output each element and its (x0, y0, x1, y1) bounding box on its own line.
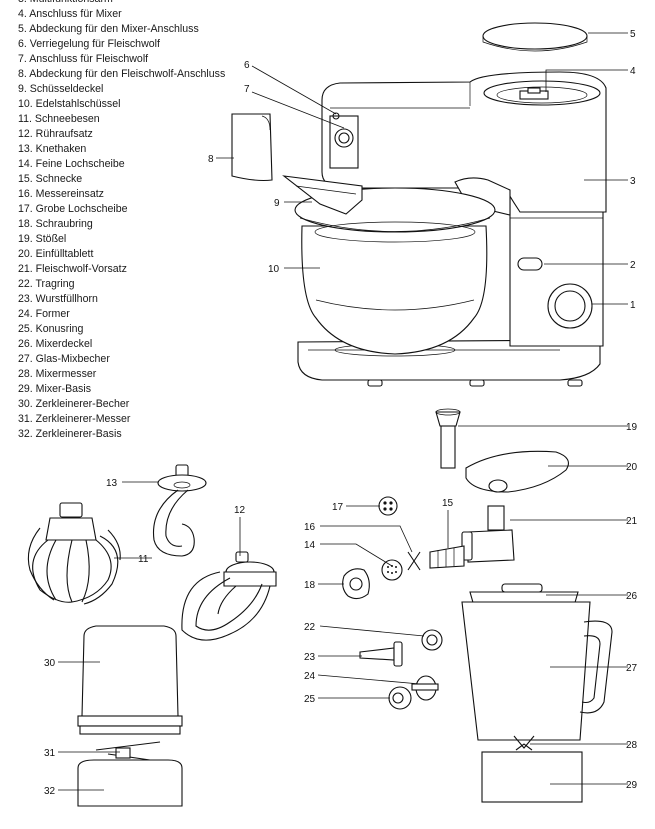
callout-17: 17 (332, 502, 344, 513)
callout-27: 27 (626, 663, 638, 674)
callout-24: 24 (304, 671, 316, 682)
parts-list-item: 3. Multifunktionsarm (18, 0, 225, 7)
callout-15: 15 (442, 498, 454, 509)
callout-13: 13 (106, 478, 118, 489)
parts-list-item: 17. Grobe Lochscheibe (18, 203, 128, 215)
callout-18: 18 (304, 580, 316, 591)
leader-lines (58, 32, 628, 791)
meat-grinder-parts (342, 408, 569, 710)
callout-16: 16 (304, 522, 316, 533)
parts-list-item: 26. Mixerdeckel (18, 338, 93, 350)
parts-list-item: 12. Rühraufsatz (18, 128, 93, 140)
callout-10: 10 (268, 264, 280, 275)
parts-list-item: 24. Former (18, 308, 70, 320)
whisk (27, 502, 121, 605)
parts-list-item: 10. Edelstahlschüssel (18, 98, 121, 110)
callout-26: 26 (626, 591, 638, 602)
parts-list-item: 22. Tragring (18, 278, 75, 290)
callout-4: 4 (630, 66, 636, 77)
parts-list-item: 18. Schraubring (18, 218, 93, 230)
parts-list-item: 13. Knethaken (18, 143, 87, 155)
parts-list-item: 7. Anschluss für Fleischwolf (18, 53, 149, 65)
callout-28: 28 (626, 740, 638, 751)
stand-mixer (231, 22, 607, 387)
parts-list-item: 9. Schüsseldeckel (18, 83, 104, 95)
parts-list: 3. Multifunktionsarm4. Anschluss für Mix… (18, 0, 225, 442)
parts-list-item: 20. Einfülltablett (18, 248, 94, 260)
flat-beater (181, 551, 277, 641)
callout-labels: 1 2 3 4 5 6 7 8 9 10 11 12 13 14 15 16 1… (44, 29, 638, 797)
callout-2: 2 (630, 260, 636, 271)
callout-7: 7 (244, 84, 250, 95)
callout-12: 12 (234, 505, 246, 516)
callout-20: 20 (626, 462, 638, 473)
parts-list-item: 11. Schneebesen (18, 113, 100, 125)
parts-list-item: 19. Stößel (18, 233, 67, 245)
parts-list-item: 25. Konusring (18, 323, 84, 335)
callout-11: 11 (138, 554, 149, 565)
callout-21: 21 (626, 516, 638, 527)
parts-list-item: 14. Feine Lochscheibe (18, 158, 125, 170)
parts-list-item: 21. Fleischwolf-Vorsatz (18, 263, 127, 275)
blender (461, 583, 613, 803)
callout-3: 3 (630, 176, 636, 187)
parts-list-item: 29. Mixer-Basis (18, 383, 91, 395)
callout-9: 9 (274, 198, 280, 209)
parts-list-item: 5. Abdeckung für den Mixer-Anschluss (18, 23, 199, 35)
dough-hook (152, 464, 207, 557)
callout-14: 14 (304, 540, 316, 551)
parts-list-item: 6. Verriegelung für Fleischwolf (18, 38, 160, 50)
parts-list-item: 28. Mixermesser (18, 368, 97, 380)
parts-list-item: 32. Zerkleinerer-Basis (18, 428, 122, 440)
callout-1: 1 (630, 300, 636, 311)
callout-32: 32 (44, 786, 56, 797)
callout-29: 29 (626, 780, 638, 791)
parts-list-item: 23. Wurstfüllhorn (18, 293, 98, 305)
parts-list-item: 15. Schnecke (18, 173, 83, 185)
parts-list-item: 16. Messereinsatz (18, 188, 104, 200)
parts-list-item: 8. Abdeckung für den Fleischwolf-Anschlu… (18, 68, 226, 80)
callout-25: 25 (304, 694, 316, 705)
callout-22: 22 (304, 622, 316, 633)
parts-list-item: 30. Zerkleinerer-Becher (18, 398, 130, 410)
parts-list-item: 4. Anschluss für Mixer (18, 8, 122, 20)
callout-23: 23 (304, 652, 316, 663)
chopper (77, 625, 183, 807)
callout-31: 31 (44, 748, 56, 759)
callout-19: 19 (626, 422, 638, 433)
callout-6: 6 (244, 60, 250, 71)
parts-list-item: 27. Glas-Mixbecher (18, 353, 110, 365)
callout-5: 5 (630, 29, 636, 40)
callout-8: 8 (208, 154, 214, 165)
parts-list-item: 31. Zerkleinerer-Messer (18, 413, 131, 425)
callout-30: 30 (44, 658, 56, 669)
